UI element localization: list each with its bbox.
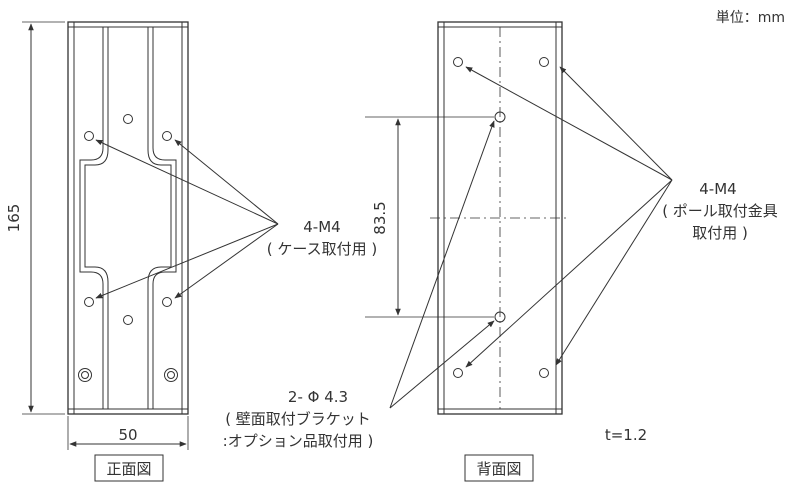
front-plate-outline <box>67 21 189 415</box>
wall-hole-callout: 2- Φ 4.3 ( 壁面取付ブラケット :オプション品取付用 ) <box>223 120 495 450</box>
front-hole-bottom-right <box>162 297 172 307</box>
back-view-title: 背面図 <box>476 460 521 478</box>
hole-spacing-value: 83.5 <box>371 201 389 234</box>
back-callout: 4-M4 ( ポール取付金具 取付用 ) <box>465 66 778 368</box>
front-boss-left <box>78 368 92 382</box>
back-callout-purpose-line1: ( ポール取付金具 <box>662 202 778 220</box>
back-hole-bottom-left <box>453 368 463 378</box>
front-view <box>67 21 189 415</box>
back-view-title-box <box>464 454 534 482</box>
back-view <box>430 21 570 415</box>
unit-label: 単位：mm <box>716 10 785 26</box>
back-hole-bottom-right <box>539 368 549 378</box>
thickness-label: t=1.2 <box>605 426 647 444</box>
width-value: 50 <box>118 426 137 444</box>
front-right-slot-inner <box>147 27 172 409</box>
height-value: 165 <box>5 204 23 233</box>
back-hole-top-left <box>453 57 463 67</box>
front-boss-right <box>164 368 178 382</box>
front-left-slot <box>79 27 104 409</box>
front-view-title-box <box>94 454 164 482</box>
front-callout: 4-M4 ( ケース取付用 ) <box>95 139 378 299</box>
back-hole-top-right <box>539 57 549 67</box>
hole-spacing-dimension: 83.5 <box>365 116 494 318</box>
width-dimension: 50 <box>67 416 189 450</box>
front-hole-bottom-center <box>123 315 133 325</box>
back-hole-wall-bottom <box>494 311 506 323</box>
front-hole-top-center <box>123 114 133 124</box>
front-callout-purpose: ( ケース取付用 ) <box>267 240 378 258</box>
front-hole-bottom-left <box>84 297 94 307</box>
front-callout-size: 4-M4 <box>303 218 340 236</box>
wall-hole-purpose-line1: ( 壁面取付ブラケット <box>225 410 371 428</box>
back-callout-size: 4-M4 <box>699 180 736 198</box>
back-callout-purpose-line2: 取付用 ) <box>692 224 748 242</box>
height-dimension: 165 <box>5 21 65 415</box>
back-hole-wall-top <box>494 111 506 123</box>
front-view-title: 正面図 <box>106 460 151 478</box>
front-left-slot-inner <box>84 27 109 409</box>
front-hole-top-left <box>84 131 94 141</box>
front-right-slot <box>152 27 177 409</box>
front-hole-top-right <box>162 131 172 141</box>
wall-hole-spec: 2- Φ 4.3 <box>288 388 348 406</box>
wall-hole-purpose-line2: :オプション品取付用 ) <box>223 432 374 450</box>
